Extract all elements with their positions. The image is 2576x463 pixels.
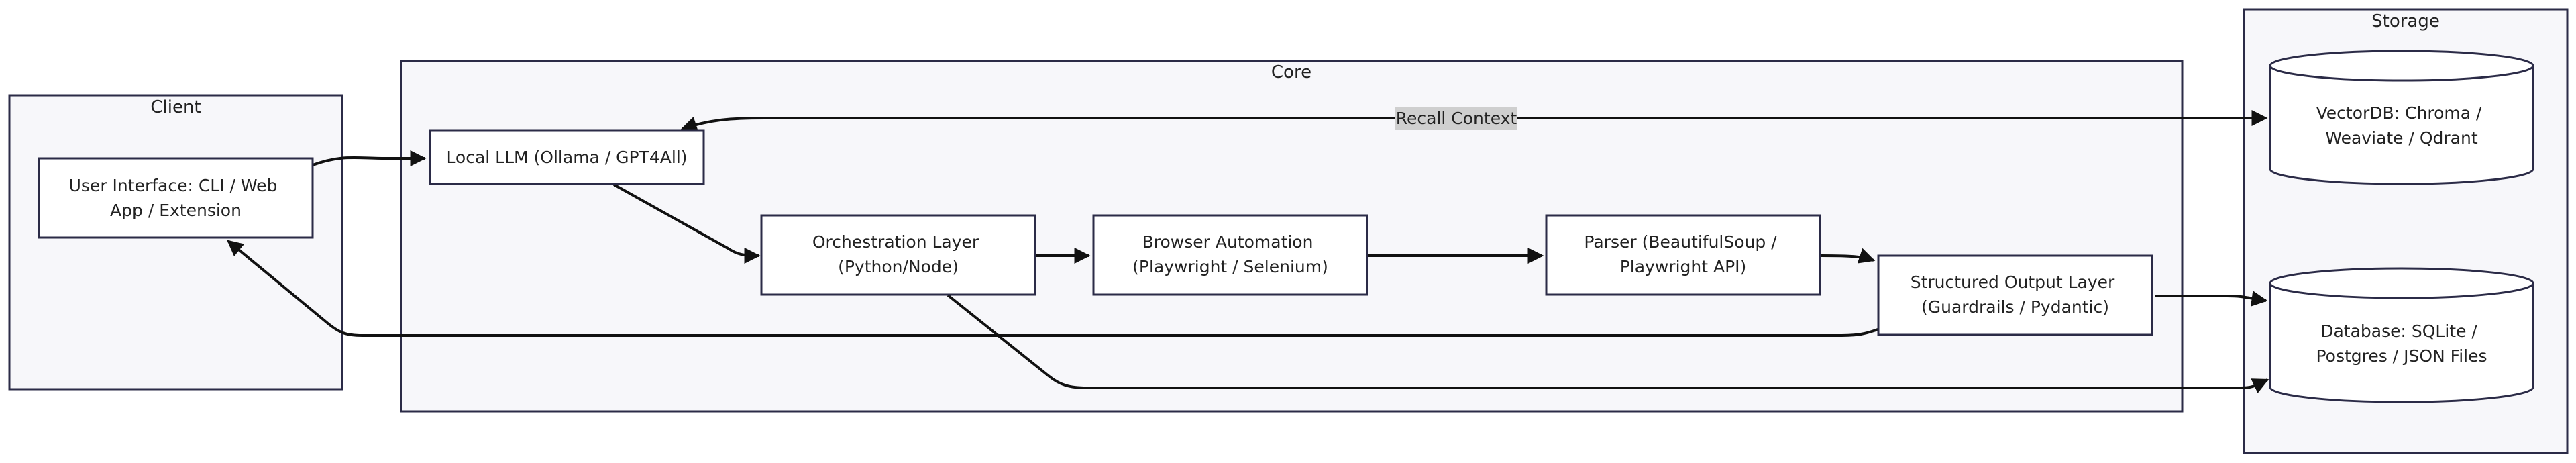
node-vectordb: VectorDB: Chroma / Weaviate / Qdrant bbox=[2269, 50, 2534, 185]
storage-cluster-title: Storage bbox=[2371, 11, 2440, 32]
node-user-interface-label: User Interface: CLI / Web App / Extensio… bbox=[69, 176, 283, 220]
node-orchestration-layer-label: Orchestration Layer (Python/Node) bbox=[812, 232, 984, 276]
edge-orchestration-to-database bbox=[947, 294, 2269, 394]
node-vectordb-label: VectorDB: Chroma / Weaviate / Qdrant bbox=[2316, 103, 2487, 148]
client-cluster-title: Client bbox=[150, 97, 201, 117]
edges bbox=[227, 110, 2269, 394]
node-browser-automation-label: Browser Automation (Playwright / Seleniu… bbox=[1132, 232, 1328, 276]
recall-context-label: Recall Context bbox=[1396, 109, 1517, 128]
node-local-llm-label: Local LLM (Ollama / GPT4All) bbox=[446, 148, 687, 167]
client-cluster: Client bbox=[8, 94, 343, 391]
edge-ui-to-llm bbox=[312, 150, 427, 166]
node-browser-automation: Browser Automation (Playwright / Seleniu… bbox=[1092, 214, 1368, 296]
node-database-label: Database: SQLite / Postgres / JSON Files bbox=[2316, 321, 2487, 366]
node-structured-output-layer-label: Structured Output Layer (Guardrails / Py… bbox=[1911, 272, 2121, 317]
node-database: Database: SQLite / Postgres / JSON Files bbox=[2269, 267, 2534, 403]
node-local-llm: Local LLM (Ollama / GPT4All) bbox=[429, 129, 705, 185]
node-user-interface: User Interface: CLI / Web App / Extensio… bbox=[38, 157, 314, 239]
edge-structured-output-to-database bbox=[2155, 291, 2268, 307]
edge-parser-to-structured-output bbox=[1821, 248, 1876, 264]
edge-structured-output-to-ui bbox=[227, 240, 1880, 337]
node-orchestration-layer: Orchestration Layer (Python/Node) bbox=[760, 214, 1036, 296]
node-structured-output-layer: Structured Output Layer (Guardrails / Py… bbox=[1877, 254, 2153, 336]
node-parser-label: Parser (BeautifulSoup / Playwright API) bbox=[1584, 232, 1782, 276]
edge-llm-to-orchestration bbox=[613, 183, 761, 264]
edge-label-recall-context: Recall Context bbox=[1395, 107, 1517, 130]
core-cluster-title: Core bbox=[1271, 62, 1311, 83]
edge-recall-context bbox=[680, 110, 2268, 132]
node-parser: Parser (BeautifulSoup / Playwright API) bbox=[1545, 214, 1821, 296]
